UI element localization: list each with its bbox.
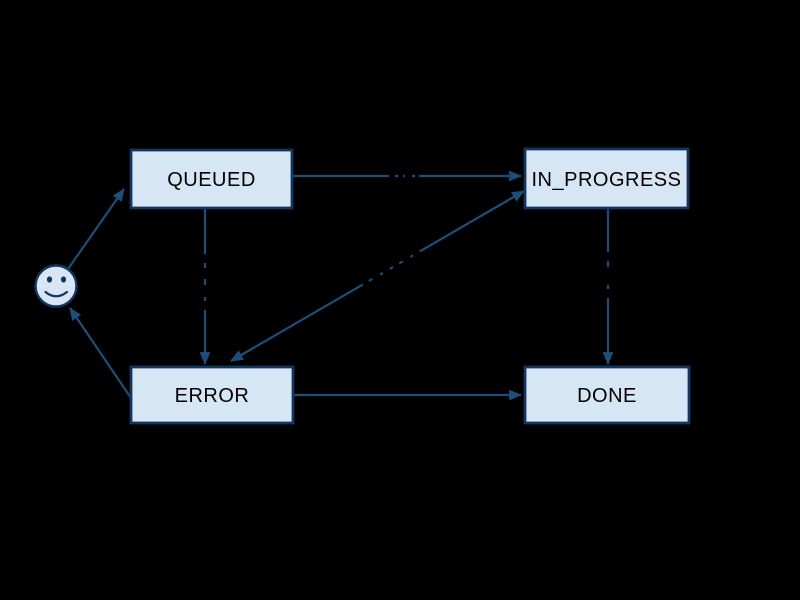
node-queued-box <box>129 148 294 210</box>
node-done-label: DONE <box>577 385 637 407</box>
edge-start-to-queued <box>67 188 125 270</box>
node-in-progress-label: IN_PROGRESS <box>532 169 682 191</box>
occluded-label-fragment <box>359 245 423 287</box>
node-error-box <box>129 365 295 425</box>
smiley-face-icon <box>34 264 78 308</box>
node-queued: QUEUED <box>129 148 294 210</box>
smiley-mouth <box>44 290 69 298</box>
start-node <box>34 264 78 308</box>
node-done-box <box>523 365 691 425</box>
smiley-right-eye <box>60 276 67 283</box>
node-done: DONE <box>523 365 691 425</box>
node-error-label: ERROR <box>175 385 250 407</box>
smiley-left-eye <box>46 276 53 283</box>
node-error: ERROR <box>129 365 295 425</box>
node-in-progress: IN_PROGRESS <box>523 147 690 210</box>
occluded-edge-label-fragments <box>200 172 613 313</box>
edge-error-to-start <box>69 307 132 399</box>
node-in-progress-box <box>523 147 690 210</box>
node-queued-label: QUEUED <box>167 169 256 191</box>
